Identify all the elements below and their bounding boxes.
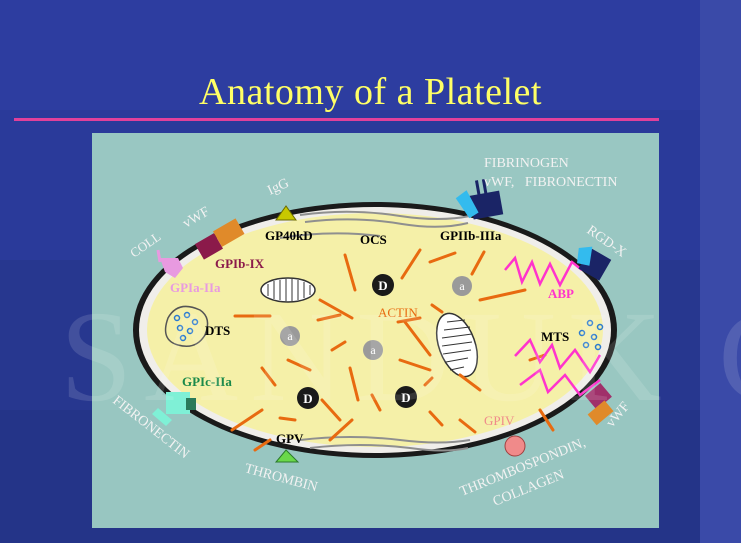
label-gpib-ix: GPIb-IX	[215, 256, 265, 271]
label-fibrinogen: FIBRINOGEN	[484, 156, 569, 171]
label-gp40kd: GP40kD	[265, 228, 313, 243]
label-gpv: GPV	[276, 431, 304, 446]
label-gpiib-iiia: GPIIb-IIIa	[440, 228, 502, 243]
watermark: SANDUK G	[60, 285, 741, 429]
label-ocs: OCS	[360, 232, 387, 247]
label-vwf-fibronectin: vWF, FIBRONECTIN	[484, 175, 617, 190]
gpiv-circle	[505, 436, 525, 456]
